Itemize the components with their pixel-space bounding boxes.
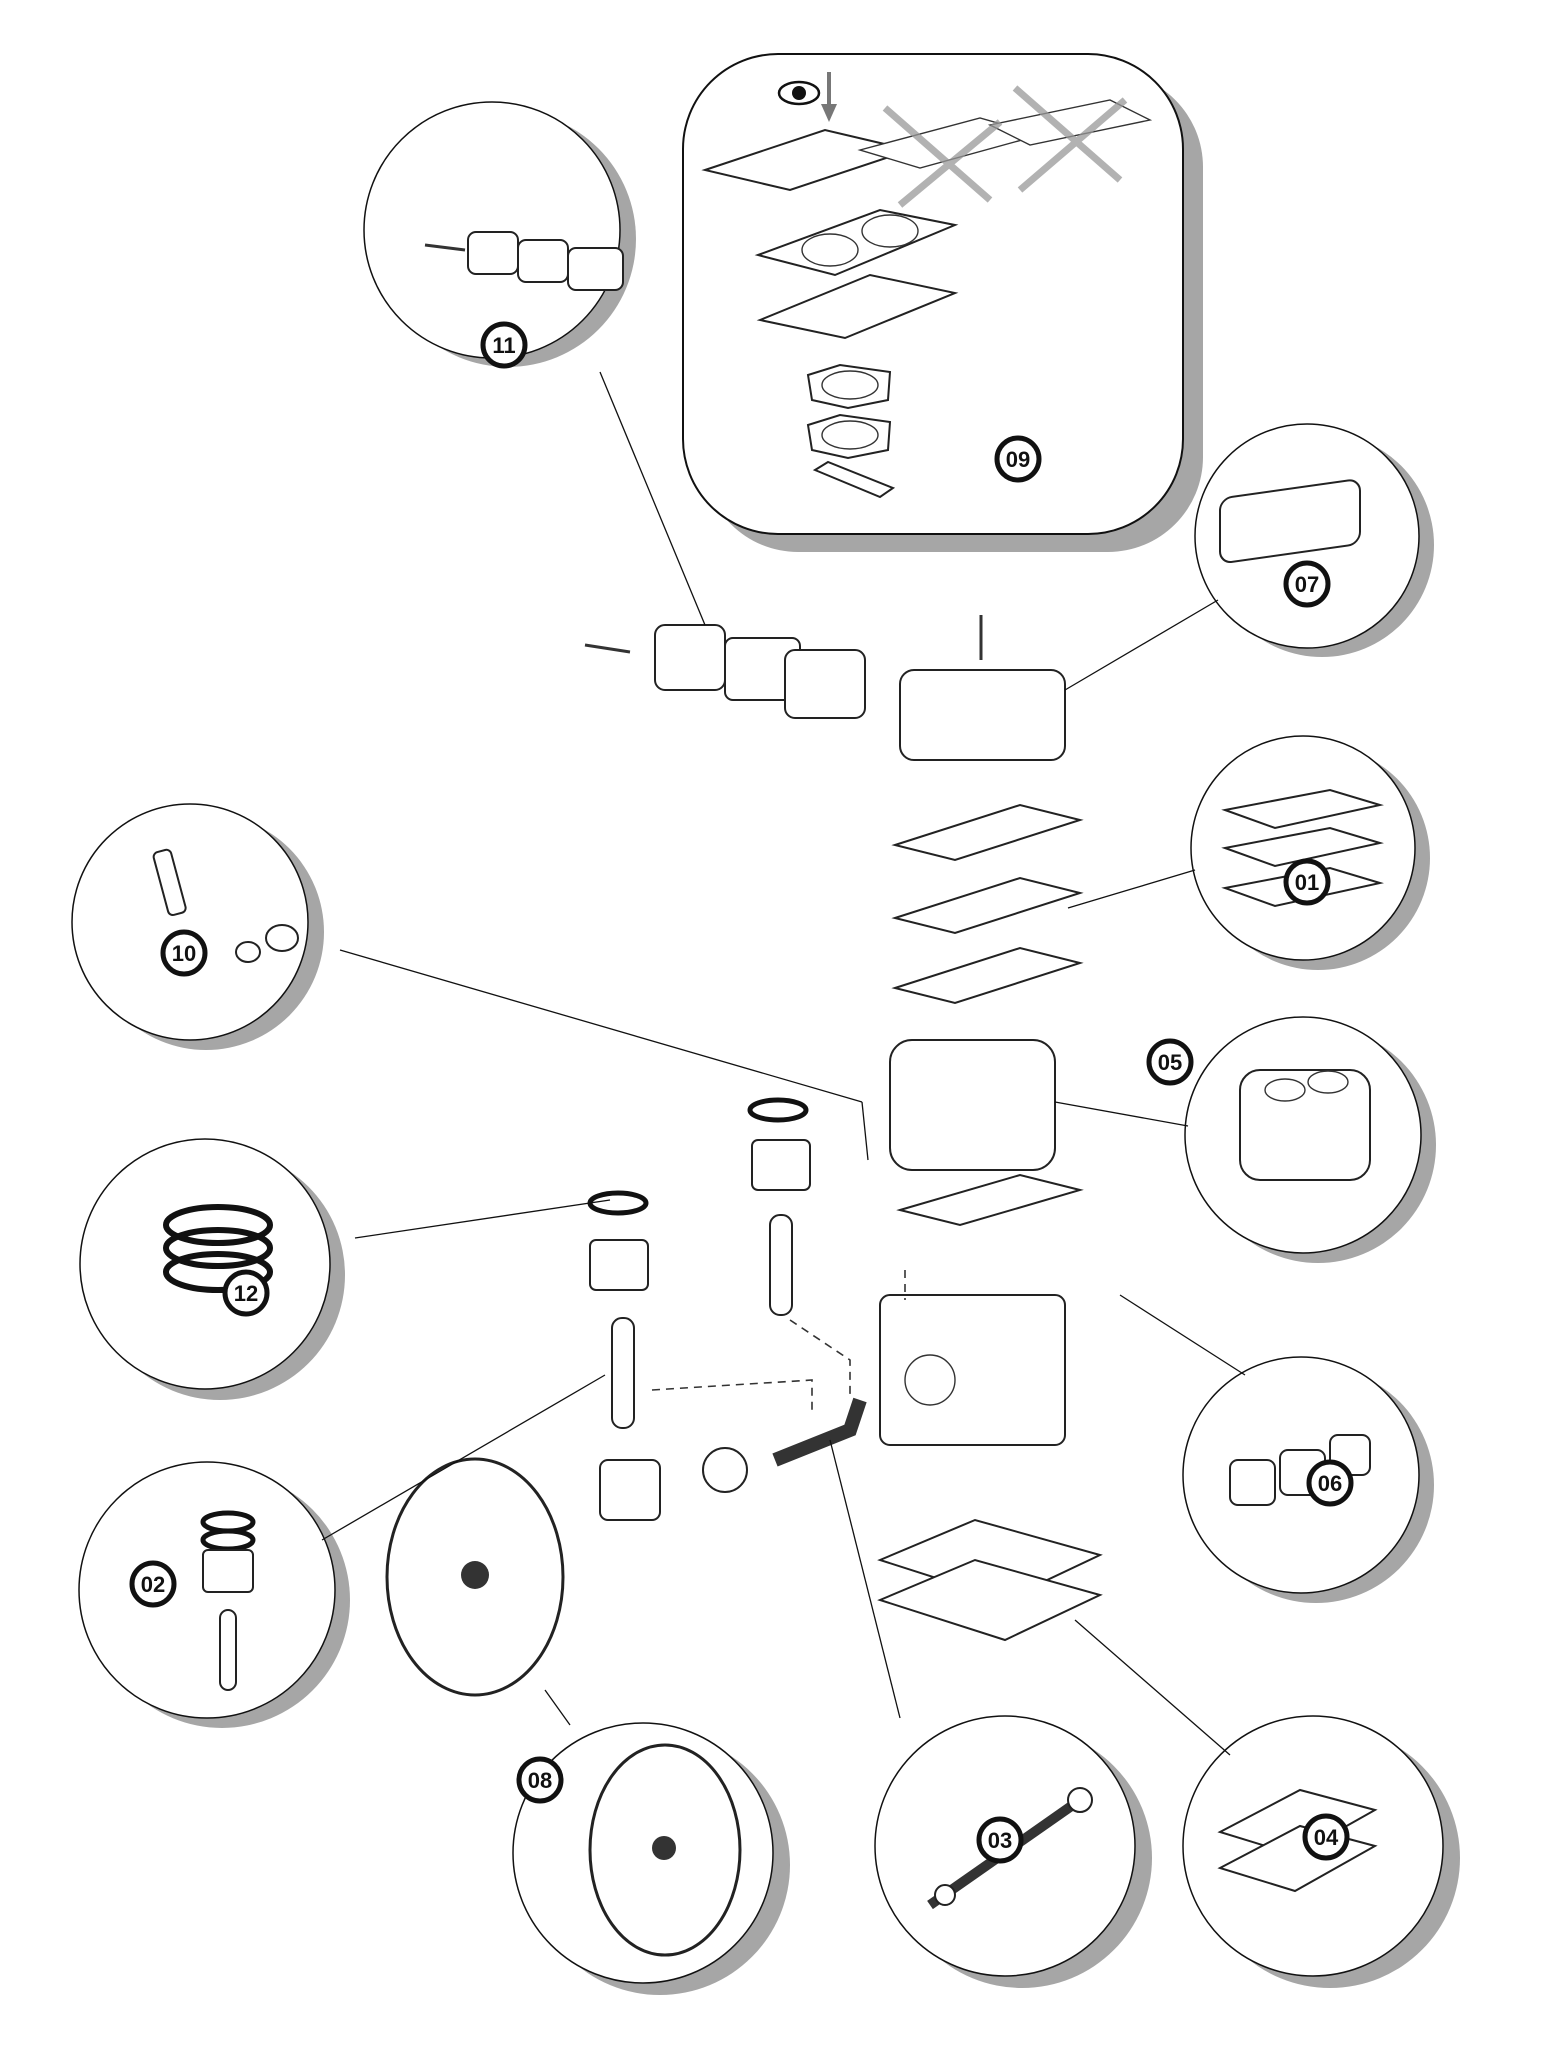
- detail-circle-07[interactable]: 07: [1194, 423, 1434, 657]
- detail-panel-09[interactable]: 09: [682, 53, 1203, 552]
- callout-01-label: 01: [1295, 870, 1319, 895]
- detail-circle-04[interactable]: 04: [1182, 1715, 1460, 1988]
- detail-circle-02[interactable]: 02: [78, 1461, 350, 1728]
- callout-05-label: 05: [1158, 1050, 1182, 1075]
- cross-mark-1: [882, 105, 1003, 208]
- detail-circle-12[interactable]: 12: [79, 1138, 345, 1400]
- callout-04-label: 04: [1314, 1825, 1339, 1850]
- callout-07-label: 07: [1295, 572, 1319, 597]
- callout-06-label: 06: [1318, 1471, 1342, 1496]
- detail-circle-11[interactable]: 11: [363, 101, 636, 369]
- leader-lines: [321, 371, 1246, 1756]
- detail-circle-06[interactable]: 06: [1182, 1356, 1434, 1603]
- callout-03-label: 03: [988, 1828, 1012, 1853]
- callout-10-label: 10: [172, 941, 196, 966]
- callout-08-label: 08: [528, 1768, 552, 1793]
- arrow-down-icon: [821, 72, 837, 122]
- callout-02-label: 02: [141, 1572, 165, 1597]
- detail-circle-08[interactable]: 08: [512, 1722, 790, 1995]
- gasket-small: [812, 460, 896, 499]
- callout-11-label: 11: [492, 333, 515, 358]
- eye-icon: [777, 80, 821, 106]
- detail-circle-10[interactable]: 10: [71, 803, 324, 1050]
- detail-circle-01[interactable]: 01: [1190, 735, 1430, 970]
- gasket-valve: [756, 273, 959, 340]
- callout-12-label: 12: [234, 1281, 258, 1306]
- callout-09-label: 09: [1006, 447, 1030, 472]
- detail-circle-03[interactable]: 03: [874, 1715, 1152, 1988]
- main-assembly: [385, 615, 1103, 1697]
- callout-09-badge[interactable]: [994, 435, 1042, 483]
- detail-circle-05[interactable]: 05: [1146, 1016, 1436, 1263]
- cross-mark-2: [1012, 85, 1128, 193]
